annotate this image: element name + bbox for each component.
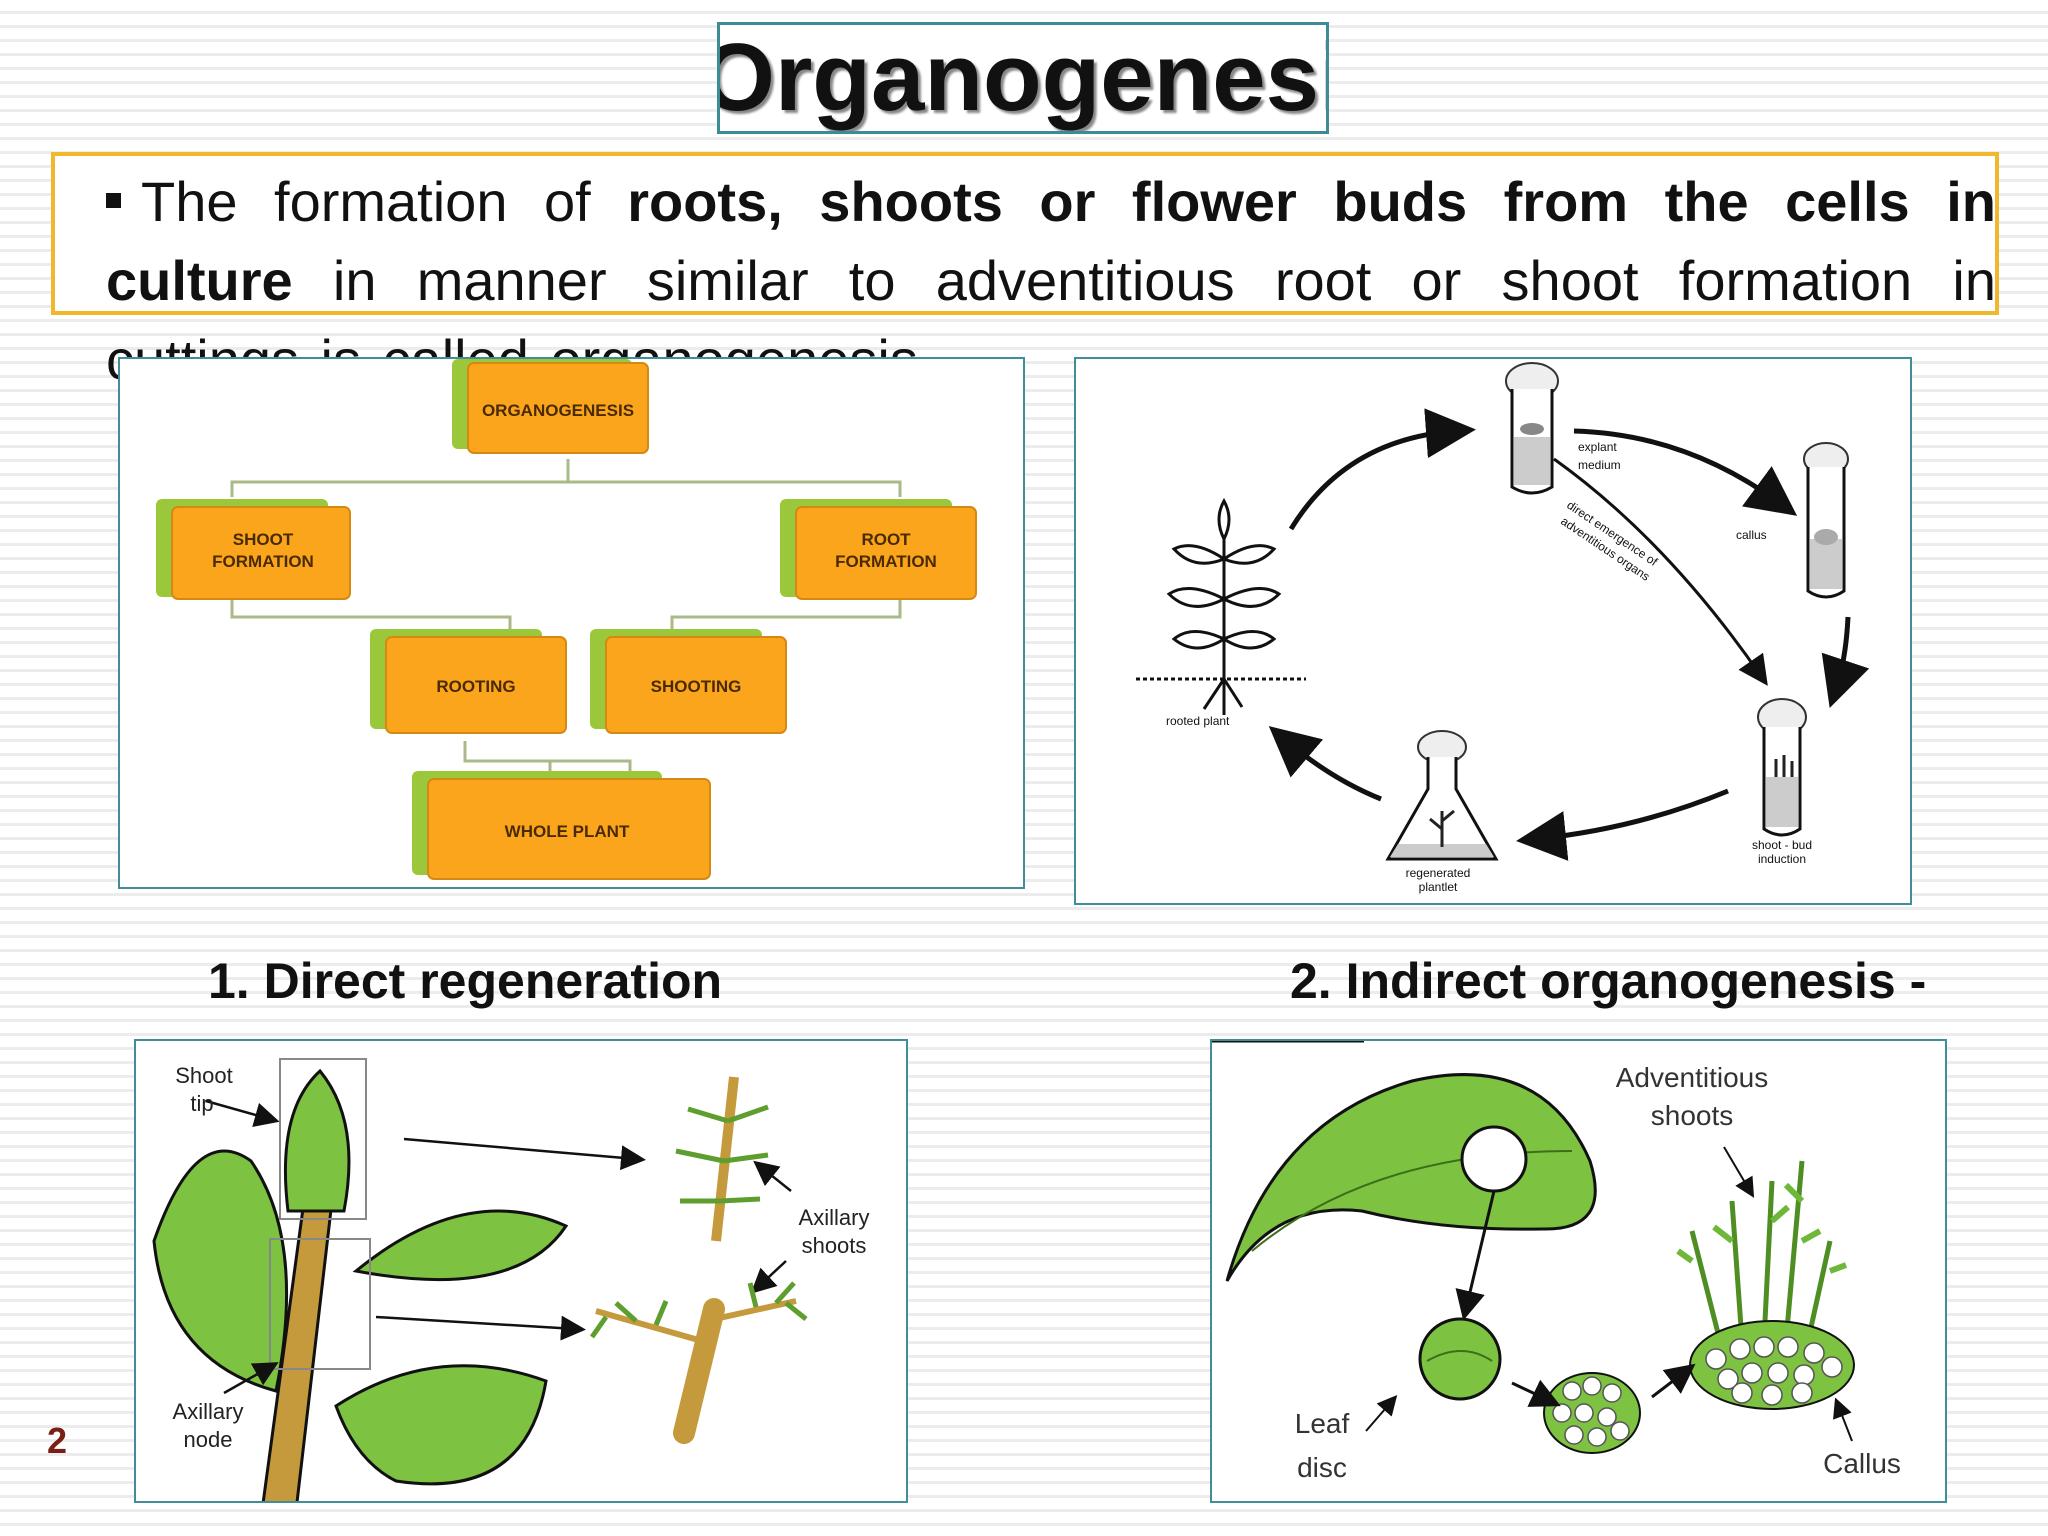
arrow-callus-label xyxy=(1833,1397,1853,1442)
definition-intro: The formation of xyxy=(141,170,628,233)
arrow-axillary-shoots-down xyxy=(750,1260,787,1294)
box-whole-plant: WHOLE PLANT xyxy=(412,771,711,880)
arrow-leaf-disc-label xyxy=(1365,1394,1398,1432)
indirect-organogenesis-panel: Adventitious shoots Leaf disc Callus xyxy=(1210,1039,1947,1503)
label-axillary-shoots-2: shoots xyxy=(802,1233,867,1258)
label-axillary-node-1: Axillary xyxy=(173,1399,244,1424)
regenerated-flask-icon xyxy=(1385,730,1499,861)
label-shoot-tip-2: tip xyxy=(190,1091,213,1116)
definition-rest: in manner similar to adventitious root o… xyxy=(106,249,1996,391)
explant-tube-icon xyxy=(1505,362,1559,495)
box-root-formation: ROOT FORMATION xyxy=(780,499,977,600)
heading-direct: 1. Direct regeneration - xyxy=(208,952,723,1071)
label-callus: callus xyxy=(1736,528,1767,542)
box-shoot-label-1: SHOOT xyxy=(233,530,294,549)
page-number: 2 xyxy=(47,1420,68,1461)
leaf-right-lower-icon xyxy=(334,1364,548,1486)
bullet-icon xyxy=(106,192,121,208)
box-shoot-label-2: FORMATION xyxy=(212,552,314,571)
arrow-axillary-node-label xyxy=(223,1362,279,1395)
arrow-to-shoots xyxy=(1651,1363,1696,1399)
cycle-arrows xyxy=(1268,408,1870,861)
heading-direct-text: 1. Direct regeneration xyxy=(208,953,723,1009)
leaf-right-upper-icon xyxy=(352,1209,569,1281)
cycle-diagram: explant medium callus shoot - bud induct… xyxy=(1136,362,1870,894)
direct-regeneration-panel: Shoot tip Axillary node Axillary shoots xyxy=(134,1039,908,1503)
arrow-shoot-tip-label xyxy=(205,1099,280,1127)
adventitious-shoots-icon xyxy=(1676,1160,1855,1410)
callus-icon xyxy=(1543,1372,1641,1454)
heading-indirect: 2. Indirect organogenesis - xyxy=(1290,953,1927,1009)
axillary-node-box xyxy=(269,1238,371,1370)
arrow-adventitious-label xyxy=(1723,1146,1755,1198)
definition-bold: roots, shoots or flower buds from the ce… xyxy=(106,170,1996,312)
shoot-tip-bud-icon xyxy=(283,1068,351,1213)
definition-text: The formation of roots, shoots or flower… xyxy=(106,162,1996,399)
rooted-plant-icon xyxy=(1136,497,1306,715)
label-shoot-bud-1: shoot - bud xyxy=(1752,838,1812,852)
label-adventitious-1: Adventitious xyxy=(1616,1062,1769,1093)
box-organogenesis: ORGANOGENESIS xyxy=(452,359,649,454)
label-medium: medium xyxy=(1578,458,1621,472)
leaf-left-icon xyxy=(152,1149,289,1393)
axillary-node-culture-icon xyxy=(589,1281,808,1444)
box-shooting-label: SHOOTING xyxy=(651,677,742,696)
cycle-panel: explant medium callus shoot - bud induct… xyxy=(1074,357,1912,905)
box-shoot-formation: SHOOT FORMATION xyxy=(156,499,351,600)
callus-tube-icon xyxy=(1803,442,1849,599)
box-shooting: SHOOTING xyxy=(590,629,787,734)
label-regen-1: regenerated xyxy=(1406,866,1471,880)
shoot-tip-culture-icon xyxy=(675,1076,769,1242)
arrow-to-callus xyxy=(1511,1379,1561,1407)
box-rooting: ROOTING xyxy=(370,629,567,734)
flowchart-connectors xyxy=(230,459,902,779)
label-leaf-disc-1: Leaf xyxy=(1295,1408,1350,1439)
leaf-icon xyxy=(1225,1073,1597,1282)
box-rooting-label: ROOTING xyxy=(436,677,515,696)
shoot-bud-tube-icon xyxy=(1757,698,1807,837)
box-whole-plant-label: WHOLE PLANT xyxy=(505,822,630,841)
flowchart-panel: ORGANOGENESIS SHOOT FORMATION ROOT FORMA… xyxy=(118,357,1025,889)
label-shoot-tip-1: Shoot xyxy=(175,1063,233,1088)
label-leaf-disc-2: disc xyxy=(1297,1452,1347,1483)
slide-title: Organogenesi xyxy=(717,24,1329,131)
box-organogenesis-label: ORGANOGENESIS xyxy=(482,401,634,420)
label-axillary-shoots-1: Axillary xyxy=(799,1205,870,1230)
leaf-disc-hole xyxy=(1460,1125,1528,1193)
shoot-tip-box xyxy=(279,1058,367,1220)
label-adventitious-2: shoots xyxy=(1651,1100,1734,1131)
definition-box xyxy=(51,152,1999,315)
box-root-label-1: ROOT xyxy=(861,530,911,549)
arrow-to-disc xyxy=(1455,1190,1496,1321)
label-explant: explant xyxy=(1578,440,1617,454)
flowchart-diagram: ORGANOGENESIS SHOOT FORMATION ROOT FORMA… xyxy=(156,359,977,880)
label-rooted-plant: rooted plant xyxy=(1166,714,1230,728)
box-root-label-2: FORMATION xyxy=(835,552,937,571)
label-callus: Callus xyxy=(1823,1448,1901,1479)
indirect-organogenesis-illustration: Adventitious shoots Leaf disc Callus xyxy=(1212,1041,1901,1483)
label-shoot-bud-2: induction xyxy=(1758,852,1806,866)
arrow-to-shoot-tip xyxy=(403,1137,646,1171)
leaf-disc-icon xyxy=(1418,1317,1502,1401)
slide-title-box: Organogenesi xyxy=(717,22,1329,134)
label-regen-2: plantlet xyxy=(1419,880,1458,894)
label-axillary-node-2: node xyxy=(184,1427,233,1452)
arrow-axillary-shoots-up xyxy=(753,1160,792,1192)
arrow-to-axillary-node xyxy=(375,1315,586,1341)
direct-regeneration-illustration: Shoot tip Axillary node Axillary shoots xyxy=(152,1058,870,1501)
